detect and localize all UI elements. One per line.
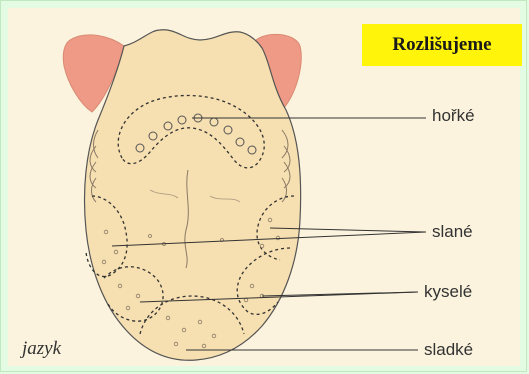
label-sour: kyselé: [424, 282, 472, 302]
label-bitter: hořké: [432, 106, 475, 126]
label-salty: slané: [432, 222, 473, 242]
title-box: Rozlišujeme: [362, 24, 522, 66]
label-sweet: sladké: [424, 340, 473, 360]
caption-tongue: jazyk: [22, 338, 61, 360]
